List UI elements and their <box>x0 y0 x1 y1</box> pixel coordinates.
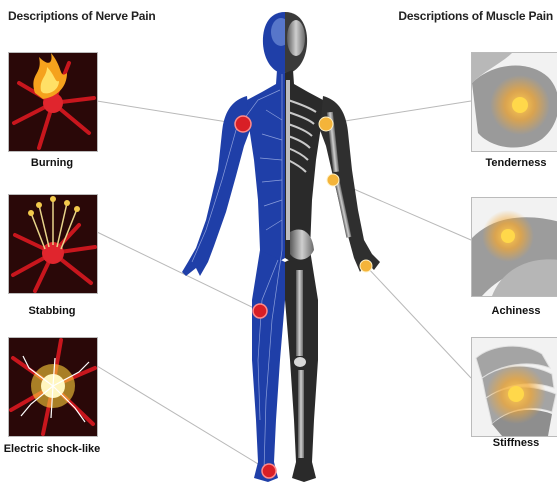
nerve-body-half <box>182 12 285 482</box>
stabbing-label: Stabbing <box>0 305 107 317</box>
tenderness-image <box>471 52 557 152</box>
marker-achiness <box>327 174 339 186</box>
connector-burning <box>97 101 240 124</box>
stiffness-image <box>471 337 557 437</box>
connector-tenderness <box>326 101 471 124</box>
muscle-body-half <box>285 12 380 482</box>
connector-electric <box>97 366 268 470</box>
stiffness-label: Stiffness <box>461 437 557 449</box>
electric-shock-label: Electric shock-like <box>0 443 107 455</box>
burning-image <box>8 52 98 152</box>
achiness-image <box>471 197 557 297</box>
connector-stabbing <box>97 232 260 311</box>
achiness-label: Achiness <box>461 305 557 317</box>
electric-shock-image <box>8 337 98 437</box>
tenderness-label: Tenderness <box>461 157 557 169</box>
marker-burning <box>235 116 251 132</box>
marker-tenderness <box>319 117 333 131</box>
marker-stiffness <box>360 260 372 272</box>
burning-label: Burning <box>0 157 107 169</box>
marker-stabbing <box>253 304 267 318</box>
stabbing-image <box>8 194 98 294</box>
marker-electric <box>262 464 276 478</box>
connector-stiffness <box>366 266 471 378</box>
